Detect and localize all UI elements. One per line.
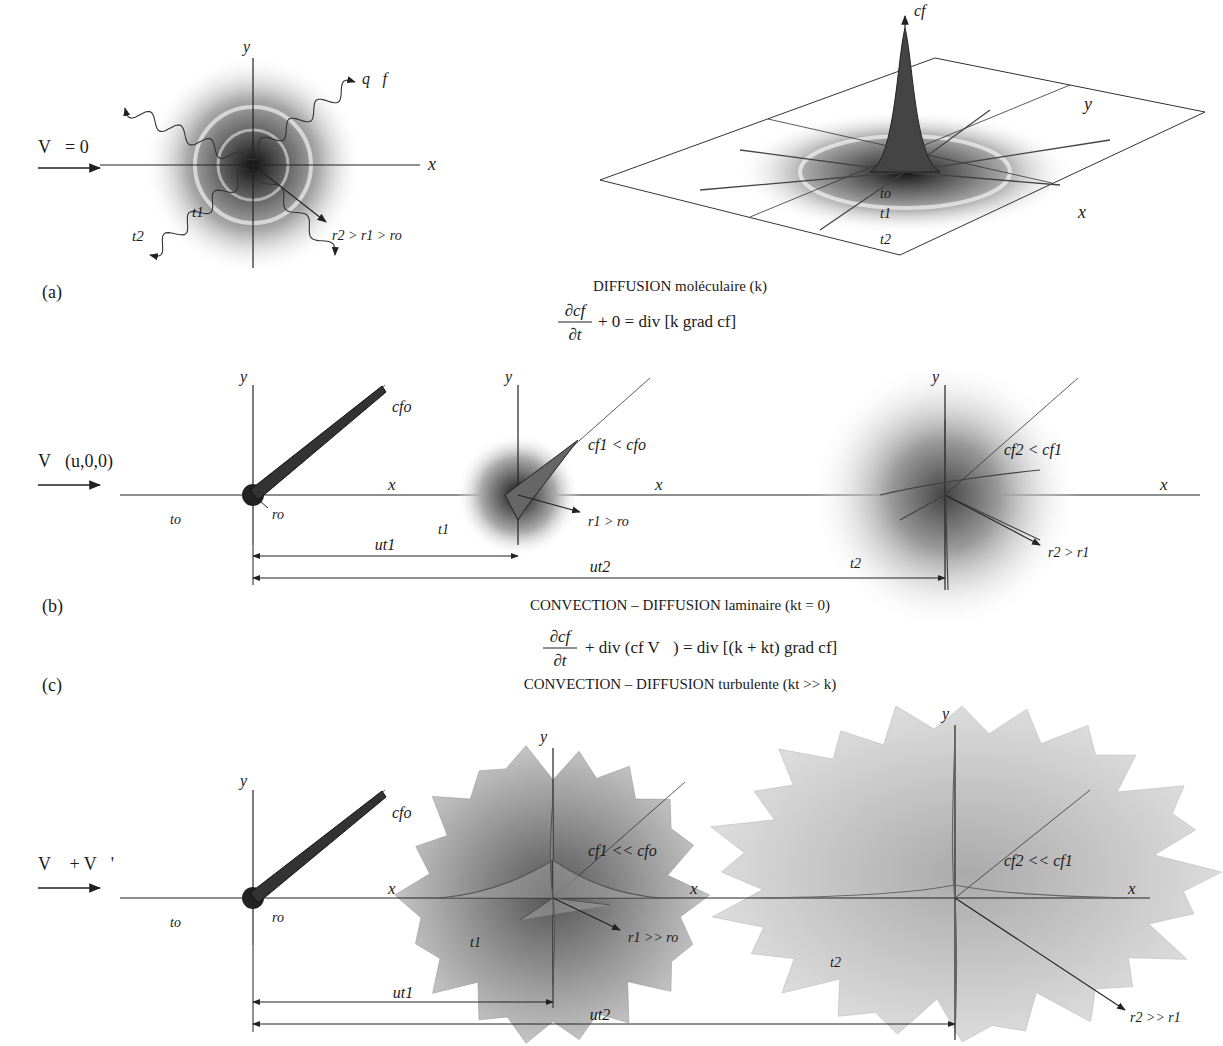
axis-label: x bbox=[1128, 880, 1136, 899]
concentration-label: cf2 << cf1 bbox=[1004, 852, 1073, 870]
equation-part: ∂cf bbox=[550, 628, 571, 647]
velocity-label: V⃗ + V⃗' bbox=[38, 855, 114, 875]
axis-label: cf bbox=[914, 2, 926, 20]
time-label: t1 bbox=[470, 935, 481, 950]
radius-label: ro bbox=[272, 507, 284, 522]
radius-label: r2 > r1 > ro bbox=[332, 228, 402, 243]
panel-label: (a) bbox=[42, 283, 62, 303]
radius-label: r2 > r1 bbox=[1048, 545, 1089, 560]
axis-label: x bbox=[1160, 476, 1168, 495]
axis-label: y bbox=[243, 38, 250, 56]
panel-label: (b) bbox=[42, 597, 63, 617]
time-label: t2 bbox=[850, 556, 861, 571]
panel-title: DIFFUSION moléculaire (k) bbox=[593, 278, 767, 295]
distance-label: ut2 bbox=[590, 1006, 610, 1024]
equation-part: + div (cf V⃗) = div [(k + kt) grad cf] bbox=[585, 639, 837, 658]
axis-label: y bbox=[942, 705, 949, 723]
time-label: t2 bbox=[830, 955, 841, 970]
panel-title: CONVECTION – DIFFUSION laminaire (kt = 0… bbox=[530, 597, 830, 614]
distance-label: ut1 bbox=[375, 536, 395, 554]
equation-part: + 0 = div [k grad cf] bbox=[598, 313, 736, 332]
radius-label: ro bbox=[272, 910, 284, 925]
axis-label: y bbox=[240, 772, 247, 790]
panel-label: (c) bbox=[42, 676, 62, 696]
axis-label: x bbox=[388, 476, 396, 495]
radius-label: r2 >> r1 bbox=[1130, 1010, 1181, 1025]
axis-label: x bbox=[428, 155, 436, 175]
concentration-label: cf1 << cfo bbox=[588, 842, 657, 860]
distance-label: ut1 bbox=[393, 984, 413, 1002]
equation-part: ∂cf bbox=[565, 302, 586, 321]
concentration-label: cfo bbox=[392, 398, 412, 416]
axis-label: y bbox=[540, 728, 547, 746]
flux-label: q⃗f bbox=[362, 70, 387, 88]
axis-label: y bbox=[1084, 95, 1092, 115]
axis-label: x bbox=[655, 476, 663, 495]
time-label: to bbox=[170, 512, 181, 527]
time-label: t1 bbox=[192, 204, 204, 221]
radius-label: r1 >> ro bbox=[628, 930, 678, 945]
distance-label: ut2 bbox=[590, 558, 610, 576]
time-label: to bbox=[880, 186, 891, 201]
equation-part: ∂t bbox=[553, 652, 566, 671]
axis-label: x bbox=[1078, 203, 1086, 223]
axis-label: y bbox=[240, 368, 247, 386]
time-label: t1 bbox=[438, 522, 449, 537]
axis-label: y bbox=[932, 368, 939, 386]
time-label: to bbox=[170, 915, 181, 930]
time-label: t2 bbox=[880, 232, 891, 247]
axis-label: x bbox=[388, 880, 396, 899]
velocity-label: V⃗(u,0,0) bbox=[38, 452, 113, 472]
axis-label: x bbox=[690, 880, 698, 899]
velocity-label: V⃗= 0 bbox=[38, 138, 89, 158]
concentration-label: cfo bbox=[392, 804, 412, 822]
time-label: t2 bbox=[132, 228, 144, 245]
concentration-label: cf2 < cf1 bbox=[1004, 441, 1062, 459]
time-label: t1 bbox=[880, 206, 891, 221]
panel-title: CONVECTION – DIFFUSION turbulente (kt >>… bbox=[524, 676, 837, 693]
radius-label: r1 > ro bbox=[588, 514, 629, 529]
axis-label: y bbox=[505, 368, 512, 386]
concentration-label: cf1 < cfo bbox=[588, 436, 646, 454]
equation-part: ∂t bbox=[568, 326, 581, 345]
